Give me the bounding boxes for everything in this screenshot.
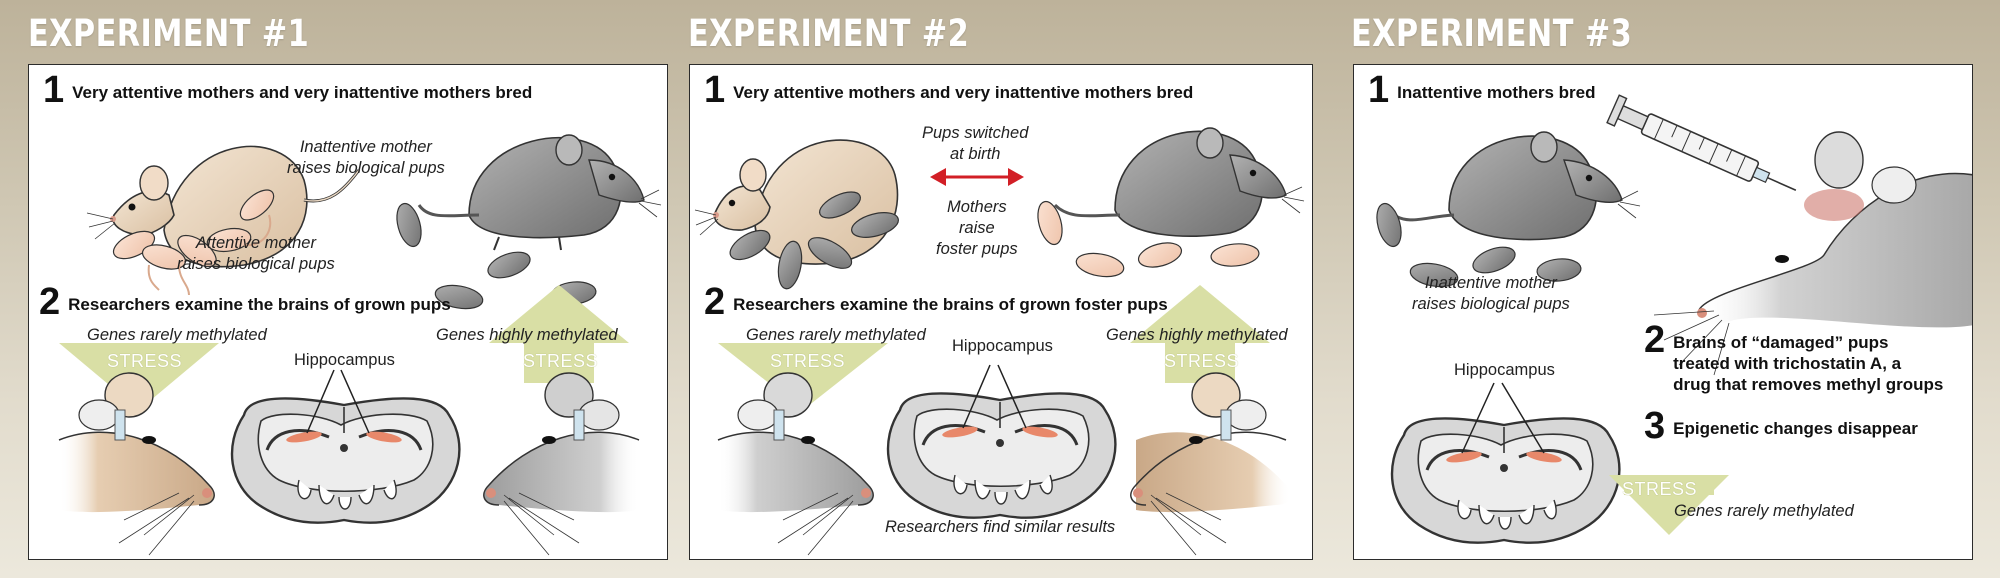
exp3-step2: 2 Brains of “damaged” pups treated with …: [1644, 319, 1944, 395]
brain-cross-section: [1390, 417, 1621, 544]
step-number: 3: [1644, 405, 1666, 447]
caption-foster-pups: Mothers raise foster pups: [936, 198, 1018, 258]
caption-inattentive-mother: Inattentive mother raises biological pup…: [287, 138, 445, 177]
step-text: Researchers examine the brains of grown …: [68, 295, 451, 314]
attentive-mother-rat: [86, 145, 361, 268]
experiment-3-panel: 1 Inattentive mothers bred Inattentive m…: [1353, 64, 1973, 560]
switch-arrow: [930, 168, 1024, 186]
step-number: 1: [43, 69, 65, 111]
stress-label-left: STRESS: [770, 351, 846, 371]
inattentive-mother-rat: [1393, 131, 1641, 241]
inattentive-mother-rat: [1053, 127, 1305, 237]
step-number: 2: [1644, 319, 1666, 361]
step-number: 2: [39, 281, 61, 323]
caption-pups-switched: Pups switched at birth: [922, 124, 1029, 163]
genes-rarely-methylated: Genes rarely methylated: [746, 326, 926, 344]
step-number: 1: [704, 69, 726, 111]
stress-label: STRESS: [1622, 479, 1698, 499]
experiment-1-panel: 1 Very attentive mothers and very inatte…: [28, 64, 668, 560]
experiment-3-title: EXPERIMENT #3: [1351, 12, 1633, 55]
step-number: 1: [1368, 69, 1390, 111]
hippocampus-label: Hippocampus: [952, 337, 1053, 355]
treated-rat-head: [1653, 131, 1972, 376]
experiment-1-title: EXPERIMENT #1: [28, 12, 310, 55]
hippocampus-pointer: [1461, 382, 1545, 454]
hippocampus-pointer: [962, 364, 1027, 429]
gray-grown-rat-head-left: [717, 372, 874, 556]
genes-rarely-methylated: Genes rarely methylated: [1674, 502, 1854, 520]
step-text: Researchers examine the brains of grown …: [733, 295, 1168, 314]
inattentive-grown-rat-head: [483, 372, 640, 556]
step-text: Epigenetic changes disappear: [1673, 419, 1918, 438]
exp3-step3: 3 Epigenetic changes disappear: [1644, 405, 1918, 447]
experiment-2-illustration: [694, 127, 1305, 556]
hippocampus-label: Hippocampus: [294, 351, 395, 369]
inattentive-mother-rat: [417, 134, 662, 251]
experiment-2-panel: 1 Very attentive mothers and very inatte…: [689, 64, 1313, 560]
step-text: Very attentive mothers and very inattent…: [72, 83, 533, 102]
foster-pink-pups: [1037, 200, 1260, 278]
genes-rarely-methylated: Genes rarely methylated: [87, 326, 267, 344]
inattentive-pups: [396, 202, 597, 310]
inattentive-pups: [1376, 202, 1582, 288]
experiment-1-illustration: [58, 134, 662, 556]
brain-cross-section: [886, 392, 1117, 519]
exp1-step2: 2 Researchers examine the brains of grow…: [39, 281, 451, 323]
experiment-3-illustration: [1376, 94, 1972, 544]
tan-grown-rat-head-right: [1130, 372, 1292, 556]
syringe-icon: [1606, 94, 1797, 192]
exp3-step1: 1 Inattentive mothers bred: [1368, 69, 1596, 111]
step-text: Brains of “damaged” pups treated with tr…: [1673, 333, 1944, 394]
stress-arrow-down-left: [718, 343, 888, 410]
step-text: Inattentive mothers bred: [1397, 83, 1596, 102]
exp2-step2: 2 Researchers examine the brains of grow…: [704, 281, 1168, 323]
attentive-grown-rat-head: [58, 372, 215, 556]
stress-label-right: STRESS: [523, 351, 599, 371]
experiment-2-title: EXPERIMENT #2: [688, 12, 970, 55]
genes-highly-methylated: Genes highly methylated: [436, 326, 618, 344]
step-text: Very attentive mothers and very inattent…: [733, 83, 1194, 102]
stress-label-right: STRESS: [1164, 351, 1240, 371]
step-number: 2: [704, 281, 726, 323]
stress-arrow-up-right: [1130, 285, 1270, 343]
switched-gray-pups: [729, 191, 899, 290]
hippocampus-pointer: [306, 369, 370, 434]
exp2-step1: 1 Very attentive mothers and very inatte…: [704, 69, 1194, 111]
hippocampus-label: Hippocampus: [1454, 361, 1555, 379]
brain-cross-section: [230, 397, 461, 524]
attentive-pups: [112, 189, 275, 296]
caption-attentive-mother: Attentive mother raises biological pups: [177, 234, 335, 273]
stress-arrow-up-right: [489, 285, 629, 343]
genes-highly-methylated: Genes highly methylated: [1106, 326, 1288, 344]
caption-inattentive-mother: Inattentive mother raises biological pup…: [1412, 274, 1570, 313]
stress-label-left: STRESS: [107, 351, 183, 371]
similar-results-caption: Researchers find similar results: [885, 518, 1116, 536]
exp1-step1: 1 Very attentive mothers and very inatte…: [43, 69, 533, 111]
